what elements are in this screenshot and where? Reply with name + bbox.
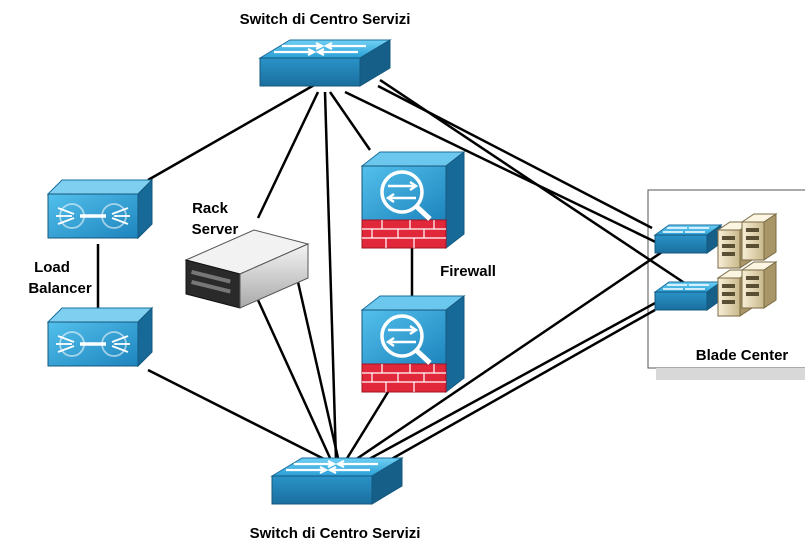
blade-center-label: Blade Center (696, 347, 789, 364)
blade-switch-bottom-icon[interactable] (654, 281, 722, 311)
load-balancer-label-line1: Load (34, 259, 70, 276)
load-balancer-bottom-icon[interactable] (46, 306, 154, 368)
blade-switch-top-icon[interactable] (654, 224, 722, 254)
bottom-switch-icon[interactable] (270, 456, 404, 506)
rack-server-label-line2: Server (192, 221, 239, 238)
rack-server-icon[interactable] (184, 229, 310, 309)
blade-server-4-icon[interactable] (741, 261, 777, 309)
blade-center-shadow (656, 368, 805, 380)
top-switch-label: Switch di Centro Servizi (240, 11, 411, 28)
network-links (96, 78, 693, 472)
load-balancer-label-line2: Balancer (28, 280, 92, 297)
blade-server-2-icon[interactable] (741, 213, 777, 261)
load-balancer-top-icon[interactable] (46, 178, 154, 240)
firewall-top-icon[interactable] (362, 152, 464, 248)
top-switch-icon[interactable] (258, 38, 392, 88)
firewall-bottom-icon[interactable] (362, 296, 464, 392)
firewall-label: Firewall (440, 263, 496, 280)
bottom-switch-label: Switch di Centro Servizi (250, 525, 421, 542)
rack-server-label-line1: Rack (192, 200, 229, 217)
